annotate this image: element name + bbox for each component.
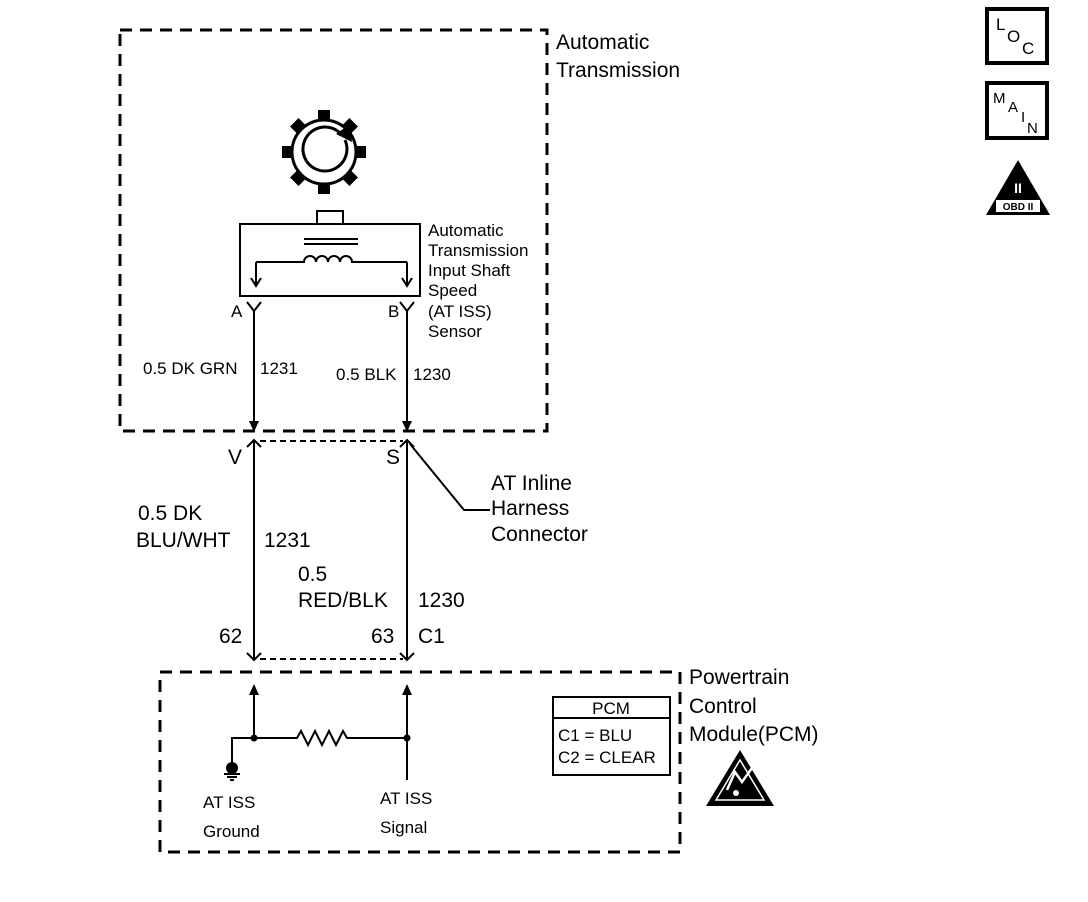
sensor-label-line2: Transmission bbox=[428, 241, 528, 260]
pin-b-label: B bbox=[388, 302, 399, 321]
connector-leader-line bbox=[409, 443, 490, 511]
sensor-label-line3: Input Shaft bbox=[428, 261, 511, 280]
inline-connector-label-line3: Connector bbox=[491, 523, 588, 546]
harness-left-color: BLU/WHT bbox=[136, 529, 231, 552]
wire-left-circuit: 1231 bbox=[260, 359, 298, 378]
wire-right-circuit: 1230 bbox=[413, 365, 451, 384]
resistor-icon bbox=[231, 728, 407, 768]
transmission-title-line2: Transmission bbox=[556, 59, 680, 82]
ground-label-line2: Ground bbox=[203, 822, 260, 841]
main-letter-n: N bbox=[1027, 120, 1038, 137]
pcm-boundary bbox=[158, 670, 682, 854]
main-letter-m: M bbox=[993, 90, 1006, 107]
main-letter-i: I bbox=[1021, 109, 1025, 126]
sensor-label-line5: (AT ISS) bbox=[428, 302, 492, 321]
rotation-arrow-icon bbox=[301, 125, 349, 173]
pcm-connector-c1: C1 bbox=[418, 625, 445, 648]
inline-pin-s: S bbox=[386, 446, 400, 469]
sensor-label-line4: Speed bbox=[428, 281, 477, 300]
loc-letter-o: O bbox=[1007, 27, 1020, 46]
esd-warning-icon bbox=[706, 750, 774, 806]
wire-left-gauge-color: 0.5 DK GRN bbox=[143, 359, 237, 378]
loc-letter-l: L bbox=[996, 15, 1005, 34]
legend-row-c2: C2 = CLEAR bbox=[558, 748, 656, 767]
sensor-coil-icon bbox=[256, 255, 407, 263]
inline-connector-label-line2: Harness bbox=[491, 497, 569, 520]
pcm-connector: 62 63 C1 bbox=[219, 625, 445, 662]
sensor-label-line1: Automatic bbox=[428, 221, 504, 240]
transmission-title-line1: Automatic bbox=[556, 31, 649, 54]
sensor-label-line6: Sensor bbox=[428, 322, 482, 341]
pcm-legend: PCM C1 = BLU C2 = CLEAR bbox=[552, 696, 671, 776]
harness-right-gauge: 0.5 bbox=[298, 563, 327, 586]
pcm-pin-63: 63 bbox=[371, 625, 394, 648]
pcm-title-line3: Module(PCM) bbox=[689, 723, 819, 746]
sensor-housing bbox=[239, 223, 421, 297]
main-icon[interactable]: M A I N bbox=[985, 81, 1049, 140]
loc-icon[interactable]: L O C bbox=[985, 7, 1049, 65]
pcm-pin-62: 62 bbox=[219, 625, 242, 648]
harness-left-circuit: 1231 bbox=[264, 529, 311, 552]
harness-right-circuit: 1230 bbox=[418, 589, 465, 612]
inline-harness-connector: V S AT Inline Harness Connector bbox=[228, 438, 588, 660]
pin-a-label: A bbox=[231, 302, 243, 321]
sensor-connector: A B bbox=[231, 301, 415, 321]
sensor-tip bbox=[316, 210, 344, 225]
transmission-boundary bbox=[118, 28, 549, 433]
obd-ii-icon[interactable]: II OBD II bbox=[986, 160, 1050, 215]
sensor-wires: 0.5 DK GRN 1231 0.5 BLK 1230 bbox=[143, 311, 451, 432]
signal-label-line2: Signal bbox=[380, 818, 427, 837]
inline-pin-v: V bbox=[228, 446, 242, 469]
legend-row-c1: C1 = BLU bbox=[558, 726, 632, 745]
obd-caption: OBD II bbox=[1003, 202, 1034, 213]
ground-label-line1: AT ISS bbox=[203, 793, 255, 812]
inline-connector-label-line1: AT Inline bbox=[491, 472, 572, 495]
reluctor-wheel-icon bbox=[282, 110, 366, 194]
speed-sensor: Automatic Transmission Input Shaft Speed… bbox=[239, 210, 528, 341]
obd-numeral: II bbox=[1014, 180, 1022, 196]
legend-header: PCM bbox=[592, 699, 630, 718]
signal-label-line1: AT ISS bbox=[380, 789, 432, 808]
transmission-box: Automatic Transmission bbox=[118, 28, 680, 433]
pcm-title-line2: Control bbox=[689, 695, 757, 718]
wire-right-gauge-color: 0.5 BLK bbox=[336, 365, 397, 384]
ground-icon bbox=[224, 762, 240, 781]
main-letter-a: A bbox=[1008, 99, 1018, 116]
pcm-box: Powertrain Control Module(PCM) AT ISS Gr… bbox=[158, 666, 819, 854]
harness-wires: 0.5 DK BLU/WHT 1231 0.5 RED/BLK 1230 bbox=[136, 440, 465, 660]
pcm-title-line1: Powertrain bbox=[689, 666, 789, 689]
harness-right-color: RED/BLK bbox=[298, 589, 388, 612]
harness-left-gauge: 0.5 DK bbox=[138, 502, 202, 525]
loc-letter-c: C bbox=[1022, 39, 1034, 58]
